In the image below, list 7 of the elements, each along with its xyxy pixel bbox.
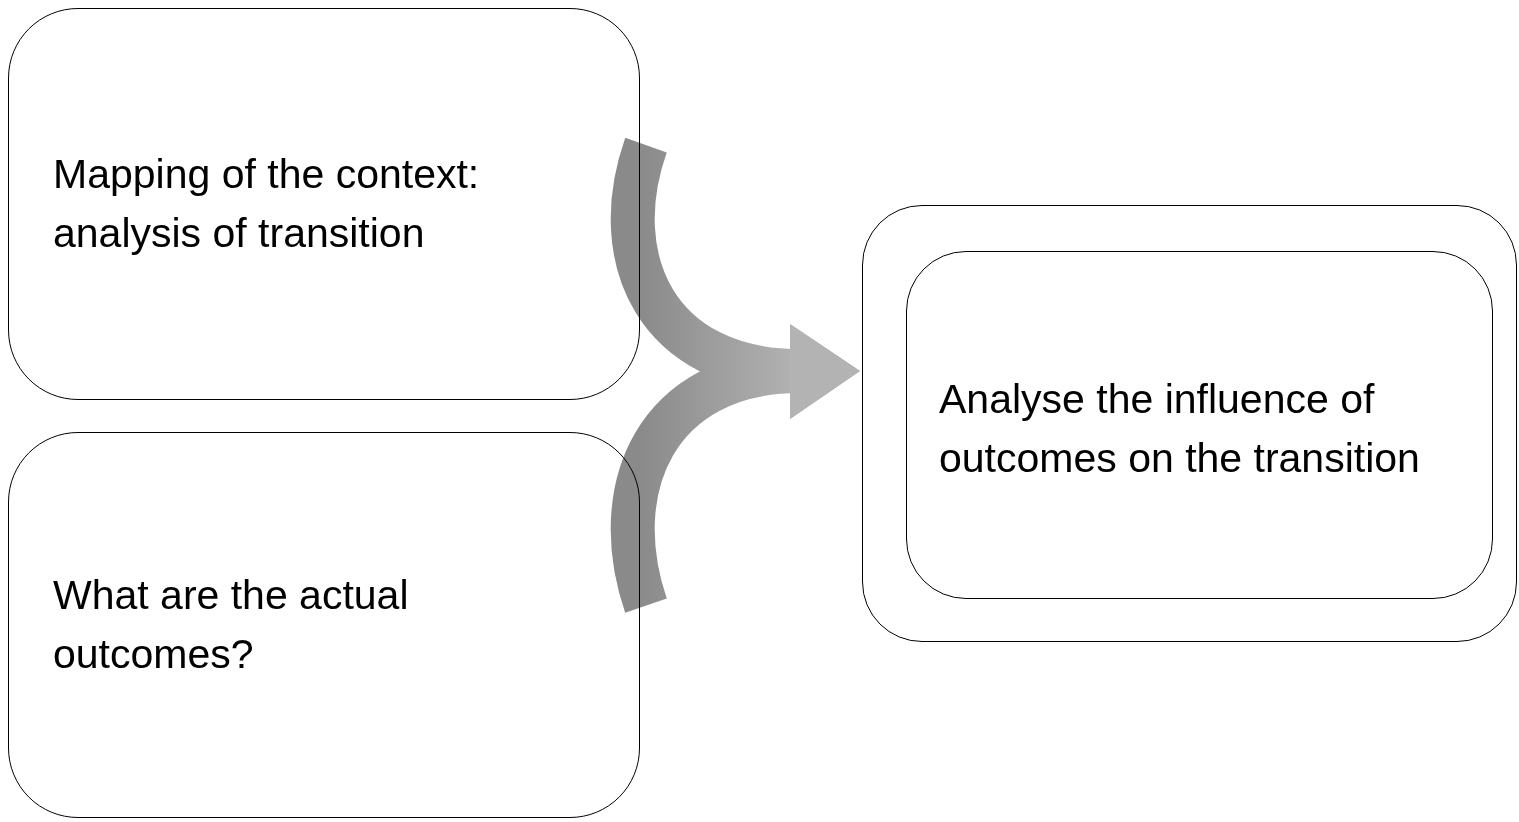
box-text: What are the actual outcomes? xyxy=(53,570,410,679)
rounded-box xyxy=(862,205,1517,642)
rounded-box xyxy=(8,8,640,400)
box-text: Mapping of the context: analysis of transition xyxy=(53,149,481,258)
box-text: Analyse the influence of outcomes on the transition xyxy=(939,375,1421,484)
rounded-box xyxy=(8,432,640,818)
rounded-box xyxy=(906,251,1493,599)
